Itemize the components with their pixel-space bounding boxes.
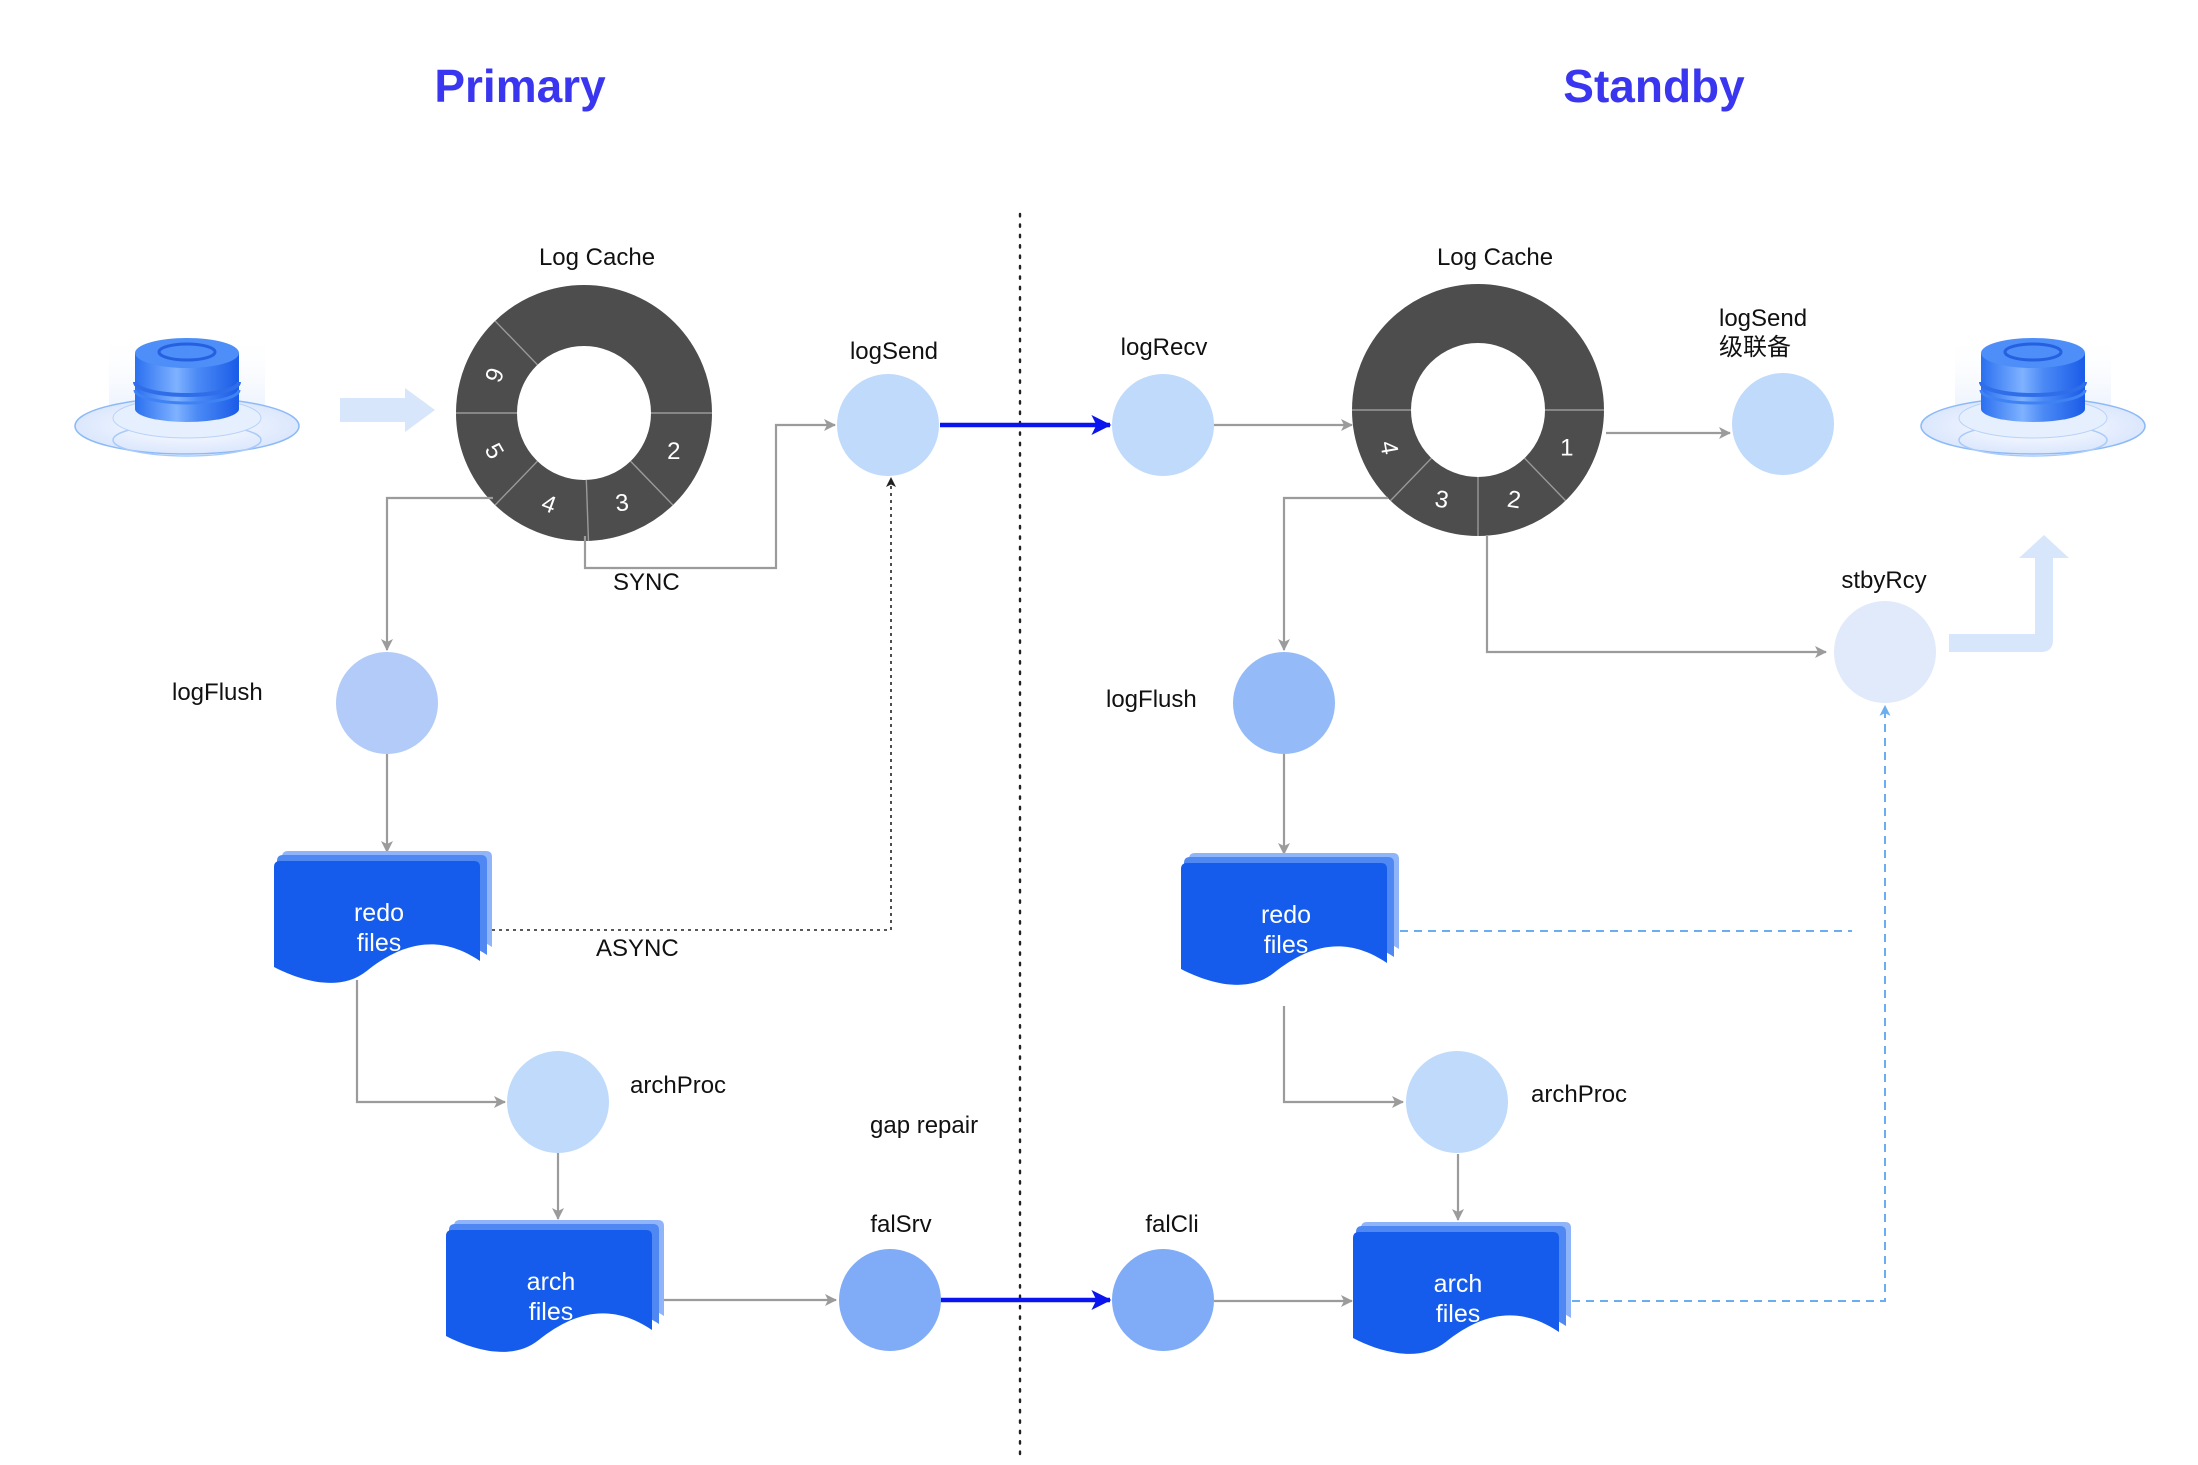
falsrv-node[interactable] xyxy=(839,1249,941,1351)
primary-arch-files-doc[interactable]: arch files xyxy=(446,1220,664,1352)
primary-arch-label-1: arch xyxy=(527,1268,576,1296)
document-layer xyxy=(274,861,480,983)
primary-redo-label-1: redo xyxy=(354,899,404,927)
standby-archproc-label: archProc xyxy=(1531,1081,1627,1108)
document-layer xyxy=(1181,863,1387,985)
logrecv-label: logRecv xyxy=(1121,334,1208,361)
edge-standby-redo-to-archproc xyxy=(1282,1006,1404,1108)
edge-cache-to-logflush xyxy=(381,496,493,651)
logrecv-node[interactable] xyxy=(1112,374,1214,476)
standby-cache-segment-label: 2 xyxy=(1506,486,1523,515)
edge-async xyxy=(492,477,896,931)
logflush-label: logFlush xyxy=(172,679,263,706)
gap-repair-label: gap repair xyxy=(870,1112,978,1139)
primary-cache-segment-label: 3 xyxy=(614,489,630,517)
edge-standby-cache-to-logflush xyxy=(1278,496,1388,651)
archproc-node[interactable] xyxy=(507,1051,609,1153)
standby-arch-label-1: arch xyxy=(1434,1270,1483,1298)
standby-logflush-label: logFlush xyxy=(1106,686,1197,713)
archproc-label: archProc xyxy=(630,1072,726,1099)
primary-redo-files-doc[interactable]: redo files xyxy=(274,851,492,983)
logsend-cascade-label-line1: logSend xyxy=(1719,305,1807,332)
standby-cache-segment-label: 3 xyxy=(1433,486,1451,515)
primary-cache-segment-divider xyxy=(494,460,538,506)
document-layer xyxy=(446,1230,652,1352)
sync-label: SYNC xyxy=(613,569,680,596)
standby-title: Standby xyxy=(1563,60,1745,112)
logsend-label: logSend xyxy=(850,338,938,365)
standby-redo-label-2: files xyxy=(1264,931,1308,959)
edge-redo-to-archproc xyxy=(355,980,506,1108)
logsend-cascade-node[interactable] xyxy=(1732,373,1834,475)
document-layer xyxy=(1353,1232,1559,1354)
falcli-label: falCli xyxy=(1145,1211,1198,1238)
standby-arch-label-2: files xyxy=(1436,1300,1480,1328)
standby-cache-segment-divider xyxy=(1389,457,1432,502)
edge-sync xyxy=(583,419,836,570)
standby-database-icon xyxy=(1919,331,2147,458)
stbyrcy-node[interactable] xyxy=(1834,601,1936,703)
logsend-node[interactable] xyxy=(837,374,939,476)
arrow-up-elbow-icon xyxy=(1949,535,2069,652)
standby-log-cache-title: Log Cache xyxy=(1437,244,1553,271)
standby-arch-files-doc[interactable]: arch files xyxy=(1353,1222,1571,1354)
logflush-node[interactable] xyxy=(336,652,438,754)
primary-log-cache-title: Log Cache xyxy=(539,244,655,271)
falsrv-label: falSrv xyxy=(870,1211,931,1238)
falcli-node[interactable] xyxy=(1112,1249,1214,1351)
standby-logflush-node[interactable] xyxy=(1233,652,1335,754)
logsend-cascade-label-line2: 级联备 xyxy=(1719,334,1791,361)
primary-cache-segment-divider xyxy=(585,479,590,541)
arrow-right-icon xyxy=(340,388,435,432)
primary-arch-label-2: files xyxy=(529,1298,573,1326)
standby-archproc-node[interactable] xyxy=(1406,1051,1508,1153)
edge-standby-arch-to-stbyrcy xyxy=(1572,704,1891,1302)
primary-cache-segment-divider xyxy=(494,320,538,366)
primary-title: Primary xyxy=(434,60,606,112)
edge-cache-to-stbyrcy xyxy=(1485,535,1827,658)
primary-cache-segment-divider xyxy=(630,460,674,506)
standby-cache-segment-label: 4 xyxy=(1374,439,1403,457)
async-label: ASYNC xyxy=(596,935,679,962)
primary-redo-label-2: files xyxy=(357,929,401,957)
stbyrcy-label: stbyRcy xyxy=(1841,567,1926,594)
primary-database-icon xyxy=(73,331,301,458)
standby-cache-segment-divider xyxy=(1524,457,1567,502)
standby-redo-label-1: redo xyxy=(1261,901,1311,929)
primary-cache-segment-label: 2 xyxy=(667,438,680,465)
standby-log-cache-ring: 1 2 3 4 xyxy=(1352,284,1604,536)
standby-redo-files-doc[interactable]: redo files xyxy=(1181,853,1399,985)
standby-cache-segment-label: 1 xyxy=(1560,435,1573,462)
